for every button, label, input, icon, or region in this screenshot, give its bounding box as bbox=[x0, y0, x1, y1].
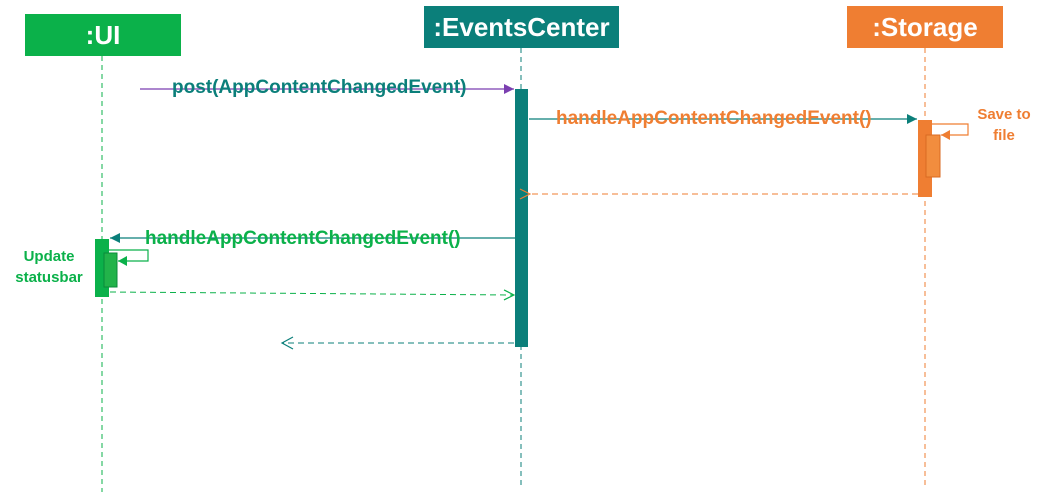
save-to-file-self-arrow bbox=[932, 123, 969, 136]
events-center-lifeline-header: :EventsCenter bbox=[424, 6, 619, 48]
save-to-file-note: Save to file bbox=[964, 104, 1044, 146]
storage-lifeline-label: :Storage bbox=[872, 11, 978, 42]
events-center-lifeline-label: :EventsCenter bbox=[433, 11, 610, 42]
save-to-file-note-line1: Save to bbox=[977, 106, 1031, 123]
save-to-file-arrowhead bbox=[941, 130, 950, 140]
save-to-file-note-line2: file bbox=[993, 127, 1015, 144]
storage-nested-activation bbox=[925, 134, 941, 178]
ui-lifeline-label: :UI bbox=[85, 19, 121, 50]
events-center-activation bbox=[515, 89, 528, 347]
update-statusbar-note-line2: statusbar bbox=[15, 269, 83, 286]
storage-lifeline-header: :Storage bbox=[847, 6, 1003, 48]
storage-handle-message-label: handleAppContentChangedEvent() bbox=[556, 108, 872, 129]
ui-nested-activation bbox=[103, 252, 118, 288]
ui-lifeline-header: :UI bbox=[25, 14, 181, 56]
update-statusbar-arrowhead bbox=[118, 256, 127, 266]
update-statusbar-note-line1: Update bbox=[23, 248, 75, 265]
ui-handle-message-label: handleAppContentChangedEvent() bbox=[145, 228, 461, 249]
update-statusbar-self-arrow bbox=[109, 249, 149, 262]
post-message-label: post(AppContentChangedEvent) bbox=[172, 77, 467, 98]
events-center-return-arrowhead bbox=[280, 336, 294, 350]
ui-return-arrow bbox=[109, 292, 514, 295]
update-statusbar-note: Update statusbar bbox=[4, 246, 94, 288]
